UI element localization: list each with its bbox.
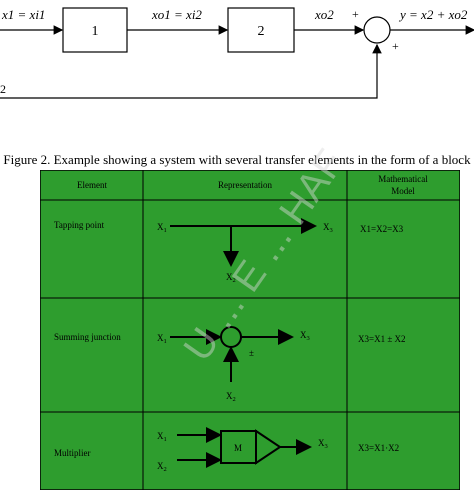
- multiplier-block-label: M: [234, 443, 242, 453]
- plus-bottom: +: [392, 39, 399, 53]
- header-model-line1: Mathematical: [378, 174, 428, 184]
- summing-out-label: X3: [300, 330, 310, 342]
- output-label: y = x2 + xo2: [398, 7, 468, 22]
- multiplier-in2-label: X2: [157, 461, 167, 473]
- header-representation: Representation: [218, 180, 272, 190]
- tapping-model: X1=X2=X3: [360, 224, 404, 234]
- plus-top: +: [352, 7, 359, 21]
- input-label: x1 = xi1: [1, 7, 45, 22]
- block-1-label: 1: [92, 24, 99, 39]
- summing-in-label: X1: [157, 333, 167, 345]
- mid-label: xo1 = xi2: [151, 7, 202, 22]
- tapping-down-label: X2: [226, 272, 236, 284]
- out2-label: xo2: [314, 7, 334, 22]
- multiplier-in1-label: X1: [157, 431, 167, 443]
- block-2: [227, 7, 295, 53]
- multiplier-gain-triangle: [255, 429, 282, 465]
- block-diagram: x1 = xi1 1 xo1 = xi2 2 xo2 + y = x2 + xo…: [0, 7, 474, 99]
- tapping-in-label: X1: [157, 222, 167, 234]
- multiplier-block: [220, 430, 257, 464]
- header-model-line2: Model: [391, 186, 415, 196]
- summing-model: X3=X1 ± X2: [358, 334, 406, 344]
- row-multiplier-element: Multiplier: [54, 448, 91, 458]
- header-element: Element: [77, 180, 107, 190]
- block-2-label: 2: [258, 24, 265, 39]
- tapping-out-label: X3: [323, 222, 333, 234]
- summing-sign: ±: [249, 348, 254, 358]
- summing-circle: [220, 326, 242, 348]
- element-table: Element Representation Mathematical Mode…: [40, 170, 460, 490]
- multiplier-model: X3=X1·X2: [358, 443, 399, 453]
- summing-junction: [363, 16, 391, 44]
- row-summing-element: Summing junction: [54, 332, 121, 342]
- multiplier-out-label: X3: [318, 438, 328, 450]
- feedback-arrow: [0, 43, 382, 99]
- summing-down-label: X2: [226, 391, 236, 403]
- row-tapping-element: Tapping point: [54, 220, 105, 230]
- feedback-label: 2: [0, 82, 6, 96]
